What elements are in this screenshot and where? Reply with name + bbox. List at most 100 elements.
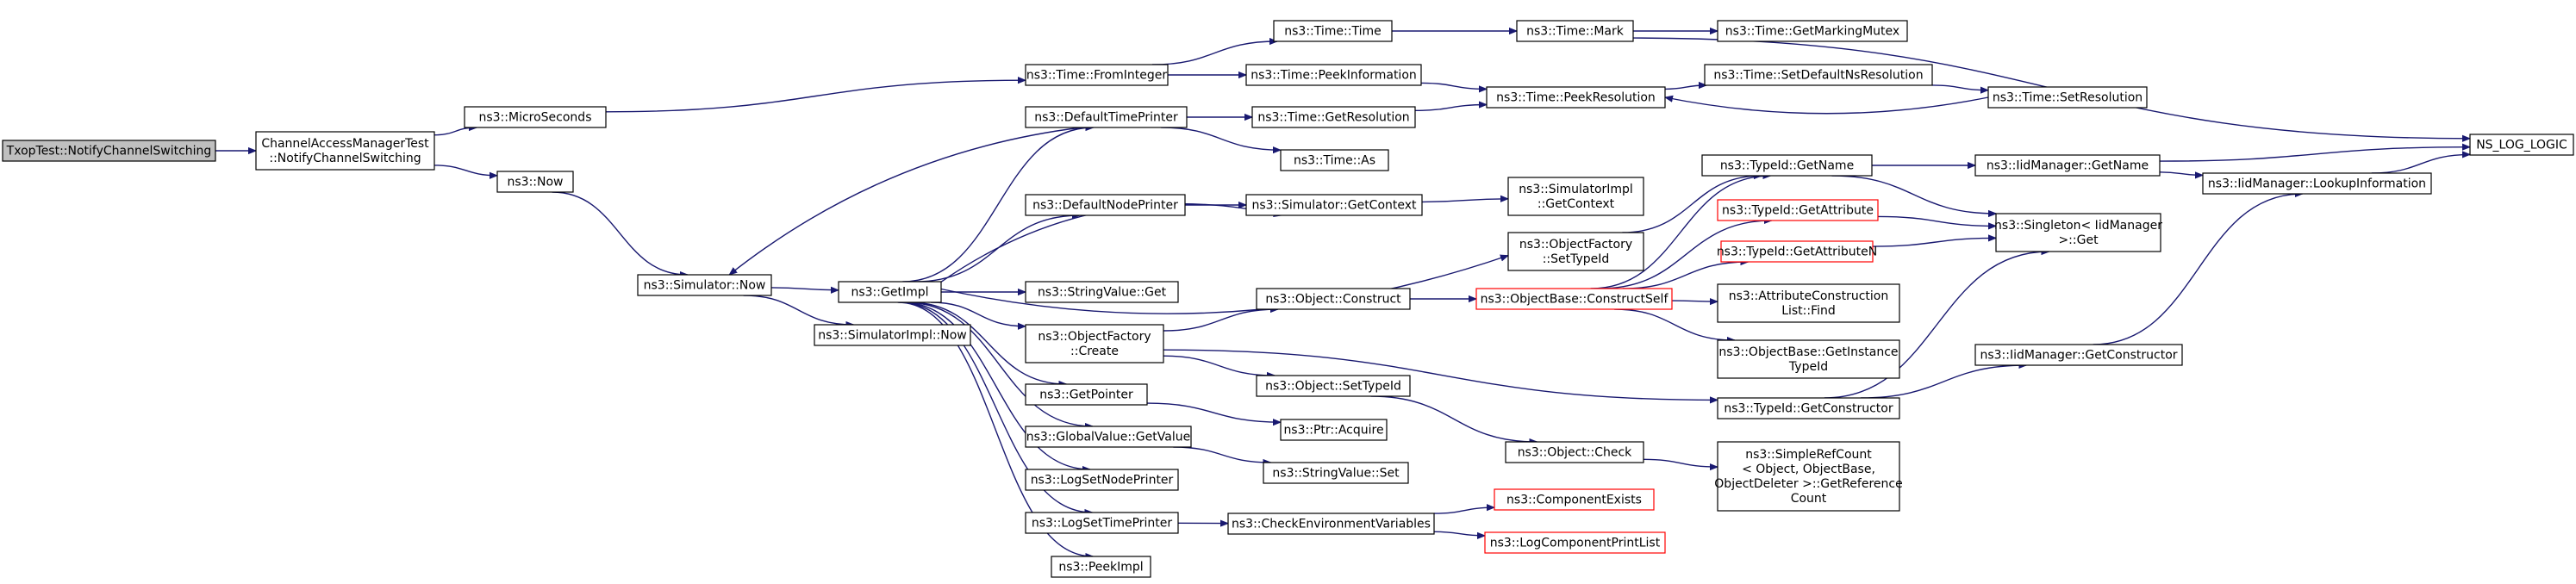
- node-label: ns3::ObjectBase::ConstructSelf: [1481, 293, 1669, 307]
- node-box: [1025, 469, 1179, 491]
- graph-node[interactable]: ns3::LogComponentPrintList: [1484, 531, 1666, 554]
- call-edge: [1433, 507, 1494, 514]
- graph-node[interactable]: ns3::Time::Time: [1273, 20, 1393, 42]
- graph-node[interactable]: ns3::TypeId::GetAttributeN: [1717, 240, 1877, 263]
- graph-node[interactable]: ns3::ObjectBase::ConstructSelf: [1475, 288, 1673, 310]
- graph-node[interactable]: ns3::ObjectFactory::Create: [1025, 324, 1164, 363]
- graph-node[interactable]: ns3::Time::SetDefaultNsResolution: [1704, 64, 1933, 86]
- call-edge: [1163, 349, 1718, 400]
- node-box: [1987, 86, 2148, 109]
- node-label: TypeId: [1788, 360, 1828, 374]
- graph-node[interactable]: ns3::LogSetTimePrinter: [1025, 512, 1179, 534]
- node-label: ObjectDeleter >::GetReference: [1714, 477, 1902, 491]
- call-edge: [2159, 171, 2203, 176]
- node-label: ns3::Time::Mark: [1526, 25, 1625, 39]
- node-box: [2469, 134, 2574, 156]
- node-box: [1051, 556, 1151, 578]
- node-label: ns3::DefaultNodePrinter: [1032, 199, 1178, 213]
- graph-node[interactable]: ns3::Time::Mark: [1516, 20, 1634, 42]
- graph-node[interactable]: ns3::DefaultTimePrinter: [1025, 106, 1188, 128]
- node-label: ns3::TypeId::GetAttributeN: [1717, 245, 1877, 259]
- call-edge: [729, 127, 1082, 275]
- call-edge: [433, 165, 497, 176]
- call-edge: [1173, 446, 1270, 463]
- node-box: [1280, 419, 1388, 441]
- graph-node[interactable]: ns3::Ptr::Acquire: [1280, 419, 1388, 441]
- node-box: [1251, 106, 1416, 128]
- node-label: ns3::ObjectBase::GetInstance: [1718, 345, 1898, 359]
- graph-node[interactable]: ns3::TypeId::GetAttribute: [1717, 199, 1879, 221]
- call-edge: [1622, 176, 1762, 233]
- node-box: [1025, 426, 1192, 448]
- graph-node[interactable]: ns3::Time::SetResolution: [1987, 86, 2148, 109]
- node-box: [1486, 86, 1666, 109]
- call-edge: [1590, 176, 1771, 289]
- node-label: ns3::SimpleRefCount: [1745, 448, 1872, 462]
- graph-node[interactable]: ns3::Time::As: [1280, 149, 1389, 171]
- graph-node[interactable]: ns3::Time::GetMarkingMutex: [1717, 20, 1908, 42]
- node-box: [1974, 154, 2161, 177]
- node-box: [1280, 149, 1389, 171]
- graph-node[interactable]: ns3::IidManager::GetName: [1974, 154, 2161, 177]
- graph-node[interactable]: ns3::GlobalValue::GetValue: [1025, 426, 1192, 448]
- call-edge: [1614, 308, 1735, 340]
- node-label: ChannelAccessManagerTest: [261, 137, 429, 151]
- graph-node[interactable]: ns3::ComponentExists: [1494, 488, 1655, 511]
- graph-node[interactable]: TxopTest::NotifyChannelSwitching: [2, 140, 216, 162]
- graph-node[interactable]: ns3::ObjectFactory::SetTypeId: [1507, 232, 1644, 271]
- call-edge: [901, 301, 1090, 469]
- node-box: [1516, 20, 1634, 42]
- graph-node[interactable]: ns3::MicroSeconds: [464, 106, 607, 128]
- call-edge: [1622, 262, 1749, 289]
- graph-node[interactable]: ns3::SimulatorImpl::GetContext: [1507, 177, 1644, 216]
- graph-node[interactable]: ns3::PeekImpl: [1051, 556, 1151, 578]
- node-label: ns3::GetPointer: [1039, 388, 1133, 402]
- node-box: [2202, 172, 2432, 195]
- graph-node[interactable]: ns3::SimulatorImpl::Now: [814, 324, 971, 346]
- call-edge: [1877, 215, 1996, 226]
- call-edge: [743, 295, 854, 325]
- node-label: ns3::Time::Time: [1284, 25, 1381, 39]
- graph-node[interactable]: ns3::TypeId::GetConstructor: [1717, 397, 1900, 419]
- graph-node[interactable]: ns3::GetImpl: [838, 281, 942, 303]
- graph-node[interactable]: ns3::IidManager::GetConstructor: [1974, 344, 2183, 366]
- node-label: ns3::TypeId::GetAttribute: [1722, 204, 1874, 218]
- graph-node[interactable]: ns3::StringValue::Set: [1263, 462, 1409, 484]
- graph-node[interactable]: ns3::Singleton< IidManager>::Get: [1994, 213, 2162, 252]
- graph-node[interactable]: ns3::StringValue::Get: [1025, 281, 1179, 303]
- graph-node[interactable]: ns3::Simulator::GetContext: [1245, 194, 1423, 216]
- graph-node[interactable]: ns3::CheckEnvironmentVariables: [1227, 513, 1435, 535]
- graph-node[interactable]: ns3::Now: [496, 171, 574, 193]
- node-box: [1025, 64, 1169, 86]
- call-edge: [2159, 147, 2470, 162]
- node-label: >::Get: [2058, 233, 2099, 247]
- call-edge: [605, 80, 1026, 113]
- graph-node[interactable]: ns3::Object::Check: [1505, 441, 1644, 463]
- graph-node[interactable]: ns3::Object::SetTypeId: [1256, 375, 1411, 397]
- graph-node[interactable]: ChannelAccessManagerTest::NotifyChannelS…: [255, 131, 435, 171]
- call-edge: [902, 127, 1093, 283]
- graph-node[interactable]: ns3::Time::GetResolution: [1251, 106, 1416, 128]
- node-box: [1717, 339, 1900, 379]
- graph-node[interactable]: ns3::SimpleRefCount< Object, ObjectBase,…: [1714, 441, 1903, 512]
- graph-node[interactable]: NS_LOG_LOGIC: [2469, 134, 2574, 156]
- node-label: ns3::Time::As: [1294, 154, 1375, 168]
- graph-node[interactable]: ns3::Time::PeekResolution: [1486, 86, 1666, 109]
- call-edge: [1824, 252, 2049, 399]
- node-box: [1704, 64, 1933, 86]
- graph-node[interactable]: ns3::IidManager::LookupInformation: [2202, 172, 2432, 195]
- graph-node[interactable]: ns3::Time::FromInteger: [1025, 64, 1169, 86]
- node-label: ns3::LogSetNodePrinter: [1031, 474, 1174, 488]
- node-label: TxopTest::NotifyChannelSwitching: [6, 145, 212, 158]
- graph-node[interactable]: ns3::Time::PeekInformation: [1245, 64, 1422, 86]
- graph-node[interactable]: ns3::LogSetNodePrinter: [1025, 469, 1179, 491]
- call-edge: [1414, 105, 1487, 111]
- graph-node[interactable]: ns3::Object::Construct: [1256, 288, 1411, 310]
- graph-node[interactable]: ns3::DefaultNodePrinter: [1025, 194, 1186, 216]
- graph-node[interactable]: ns3::Simulator::Now: [637, 274, 772, 296]
- graph-node[interactable]: ns3::TypeId::GetName: [1701, 154, 1873, 177]
- graph-node[interactable]: ns3::GetPointer: [1025, 383, 1148, 406]
- node-box: [1025, 324, 1164, 363]
